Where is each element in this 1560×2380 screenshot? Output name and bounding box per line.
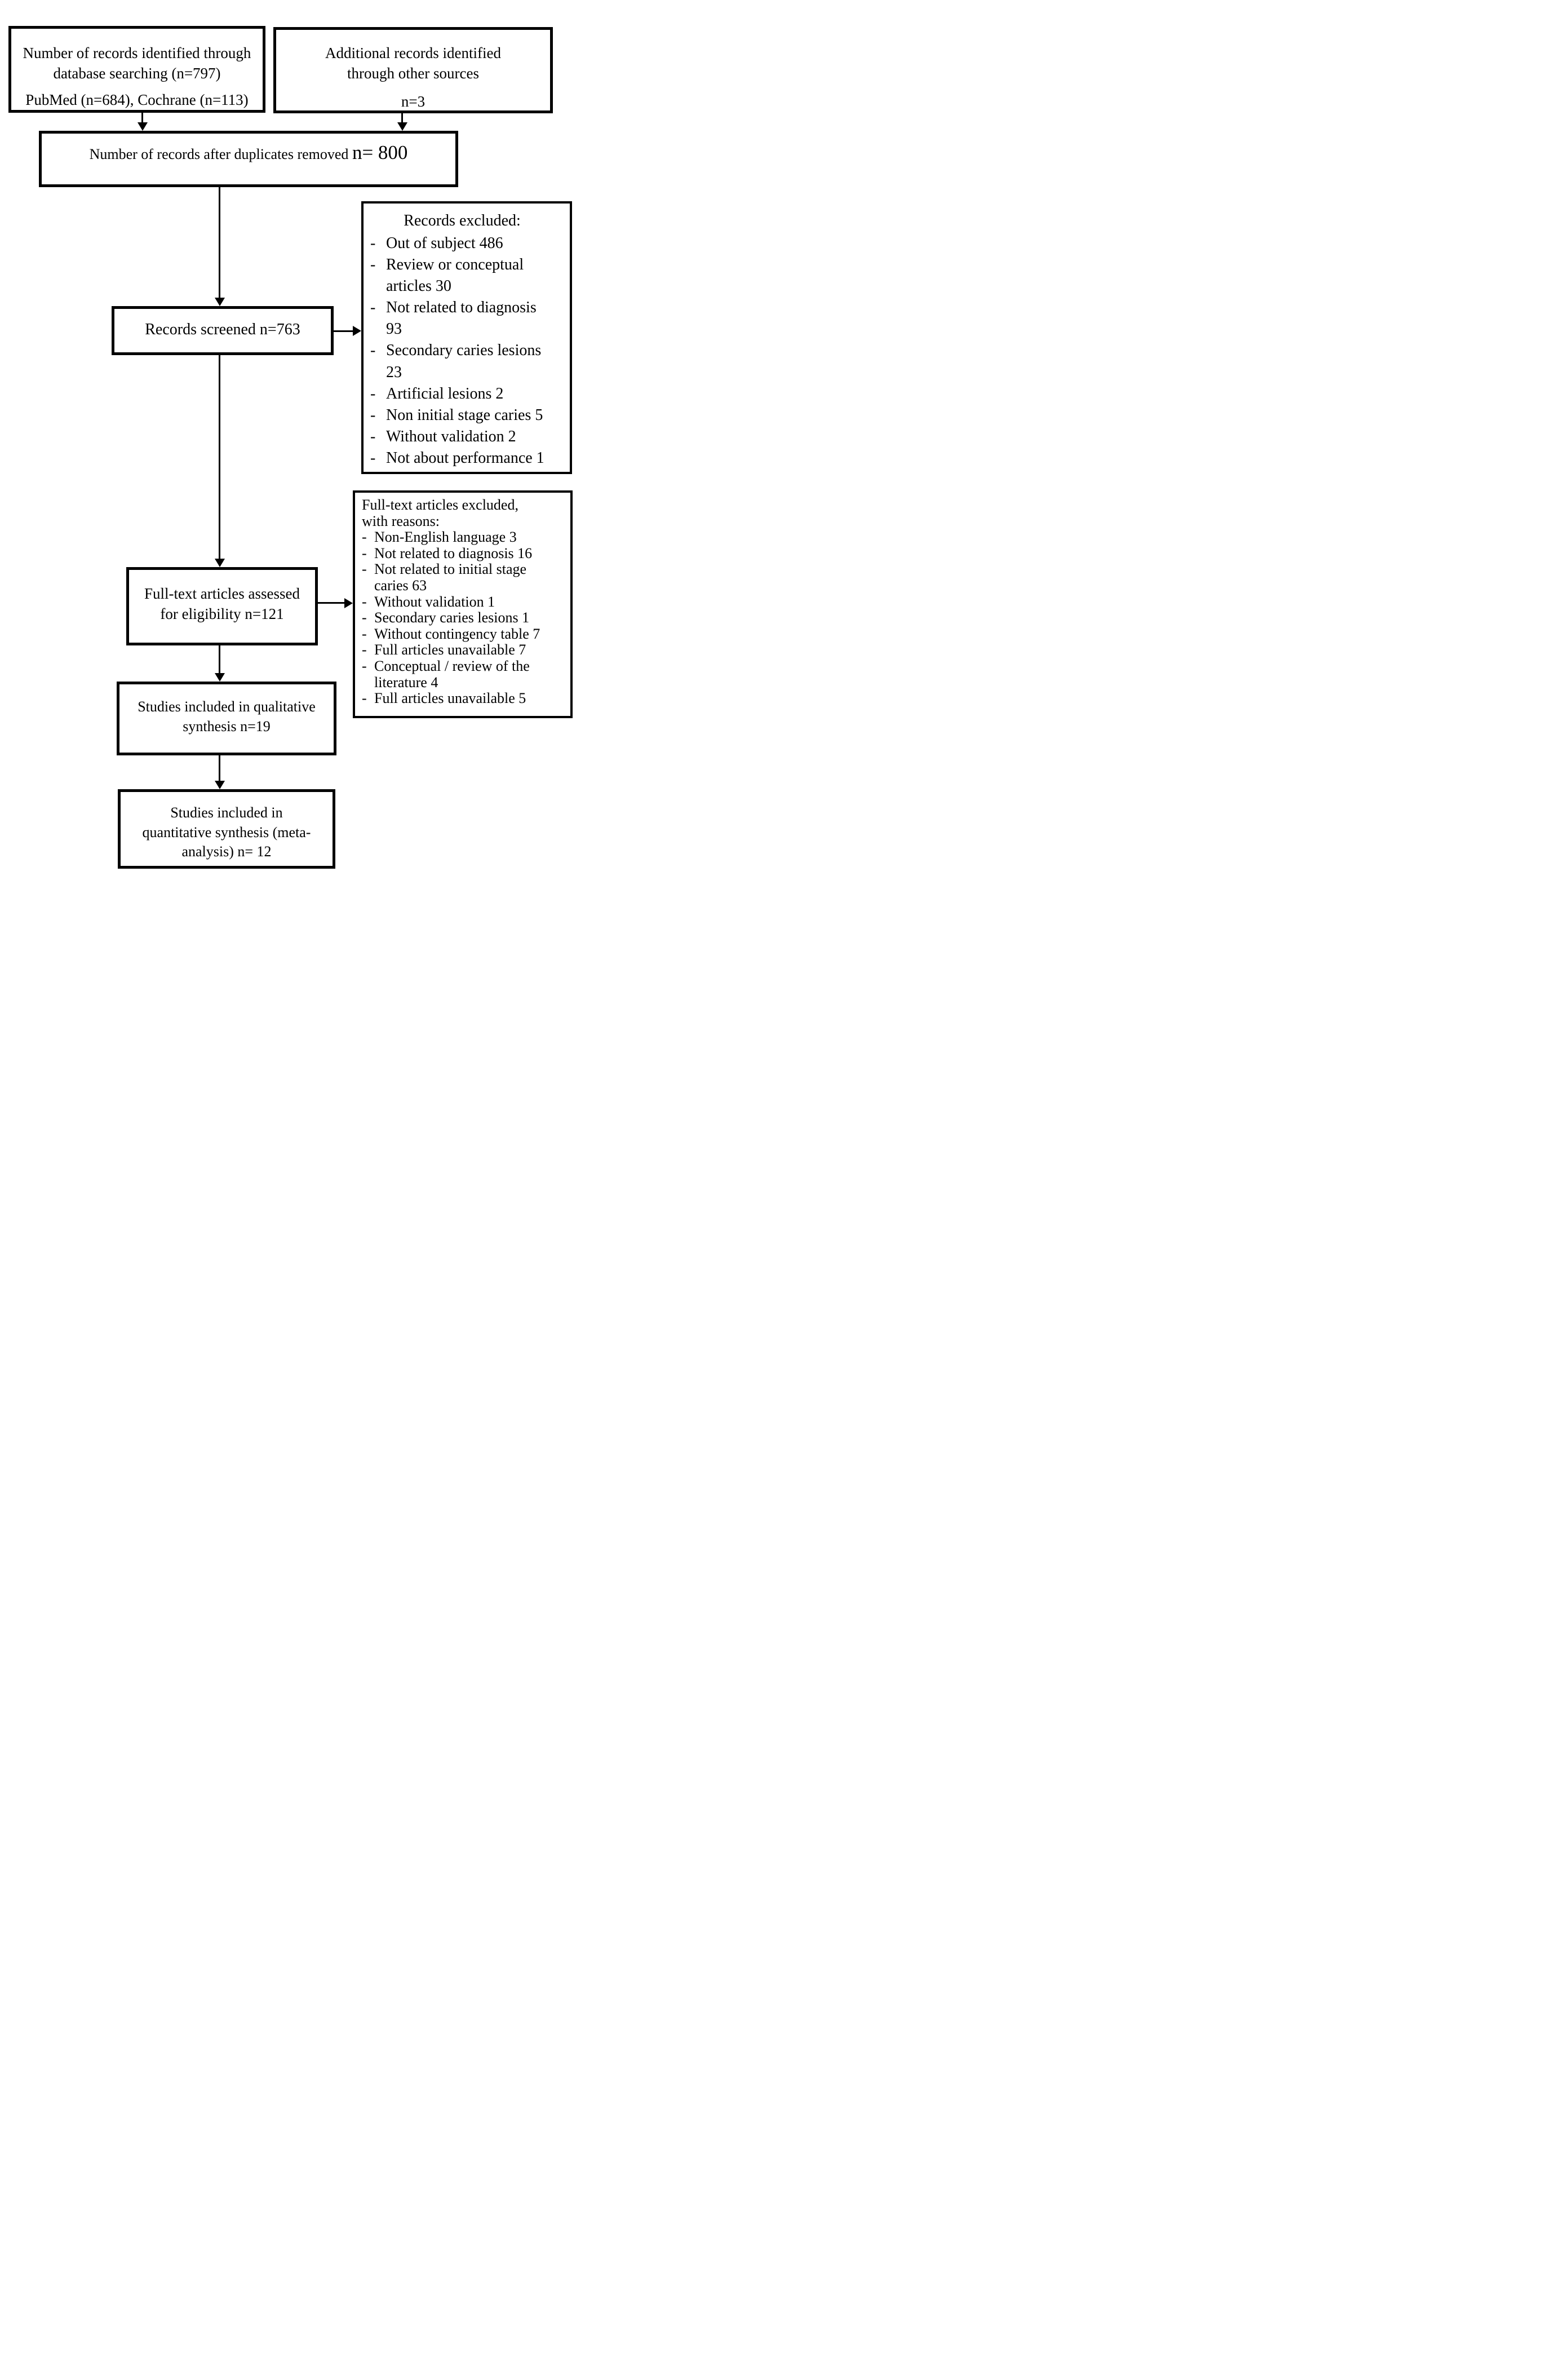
list-item-text: Non initial stage caries 5 (386, 406, 543, 424)
list-item-text: Without validation 1 (374, 593, 495, 610)
list-item-text: Without contingency table 7 (374, 625, 540, 642)
bullet-dash: - (362, 609, 367, 626)
list-item-text: Secondary caries lesions 23 (386, 342, 542, 381)
prisma-flow-diagram: Number of records identified through dat… (0, 0, 578, 881)
bullet-dash: - (362, 690, 367, 707)
list-item: - Without contingency table 7 (362, 626, 542, 643)
arrow-down-icon (397, 122, 407, 131)
records-screened-text: Records screened n=763 (145, 321, 300, 338)
arrow-down-icon (138, 122, 148, 131)
duplicates-removed-text: Number of records after duplicates remov… (89, 146, 349, 162)
box-records-identified: Number of records identified through dat… (8, 26, 265, 113)
list-item: - Review or conceptual articles 30 (370, 254, 554, 297)
arrow-fulltext-to-excluded-shaft (318, 602, 345, 604)
list-item: - Full articles unavailable 7 (362, 642, 542, 658)
arrow-duplicates-to-screened-shaft (219, 187, 220, 300)
list-item-text: Not related to diagnosis 16 (374, 545, 533, 561)
list-item: - Not about performance 1 (370, 448, 554, 469)
arrow-down-icon (215, 559, 225, 567)
list-item-text: Not about performance 1 (386, 449, 544, 467)
records-identified-sources-text: PubMed (n=684), Cochrane (n=113) (25, 91, 249, 109)
list-item-text: Artificial lesions 2 (386, 384, 504, 402)
list-item: - Not related to initial stage caries 63 (362, 561, 542, 594)
list-item: - Conceptual / review of the literature … (362, 658, 542, 691)
list-item-text: Not related to initial stage caries 63 (374, 561, 527, 594)
box-qualitative-synthesis: Studies included in qualitative synthesi… (117, 682, 336, 755)
bullet-dash: - (370, 299, 376, 317)
bullet-dash: - (362, 593, 367, 610)
list-item: - Not related to diagnosis 16 (362, 545, 542, 562)
bullet-dash: - (362, 625, 367, 642)
fulltext-assessed-text: Full-text articles assessed for eligibil… (144, 585, 300, 623)
list-item-text: Not related to diagnosis 93 (386, 299, 537, 338)
additional-records-count: n=3 (401, 93, 426, 110)
list-item-text: Secondary caries lesions 1 (374, 609, 530, 626)
arrow-right-icon (344, 598, 353, 608)
list-item: - Artificial lesions 2 (370, 383, 554, 405)
list-item: - Without validation 1 (362, 594, 542, 611)
box-records-screened: Records screened n=763 (112, 306, 334, 355)
list-item-text: Conceptual / review of the literature 4 (374, 657, 530, 691)
arrow-down-icon (215, 298, 225, 306)
bullet-dash: - (370, 256, 376, 274)
arrow-qualitative-to-quantitative-shaft (219, 755, 220, 781)
box-additional-records: Additional records identified through ot… (273, 27, 553, 113)
qualitative-synthesis-text: Studies included in qualitative synthesi… (138, 698, 316, 735)
box-fulltext-excluded: Full-text articles excluded, with reason… (353, 490, 573, 718)
arrow-fulltext-to-qualitative-shaft (219, 645, 220, 674)
records-identified-text: Number of records identified through dat… (23, 45, 251, 82)
quantitative-synthesis-text: Studies included in quantitative synthes… (142, 804, 311, 860)
bullet-dash: - (370, 406, 376, 424)
list-item: - Without validation 2 (370, 426, 554, 448)
arrow-down-icon (215, 781, 225, 789)
bullet-dash: - (362, 657, 367, 674)
list-item-text: Non-English language 3 (374, 529, 517, 546)
list-item-text: Without validation 2 (386, 427, 516, 445)
list-item-text: Review or conceptual articles 30 (386, 256, 524, 295)
additional-records-text: Additional records identified through ot… (325, 45, 501, 82)
bullet-dash: - (370, 449, 376, 467)
bullet-dash: - (362, 642, 367, 658)
fulltext-excluded-title: Full-text articles excluded, with reason… (362, 497, 518, 529)
box-fulltext-assessed: Full-text articles assessed for eligibil… (126, 567, 318, 645)
arrow-screened-to-fulltext-shaft (219, 355, 220, 559)
list-item-text: Full articles unavailable 7 (374, 642, 526, 658)
bullet-dash: - (370, 427, 376, 445)
list-item: - Not related to diagnosis 93 (370, 297, 554, 340)
duplicates-removed-count: n= 800 (352, 141, 408, 163)
list-item: - Full articles unavailable 5 (362, 691, 542, 707)
bullet-dash: - (370, 235, 376, 253)
list-item: - Secondary caries lesions 1 (362, 610, 542, 626)
list-item: - Non initial stage caries 5 (370, 405, 554, 426)
bullet-dash: - (362, 529, 367, 546)
box-duplicates-removed: Number of records after duplicates remov… (39, 131, 458, 187)
arrow-screened-to-excluded-shaft (334, 330, 354, 332)
box-quantitative-synthesis: Studies included in quantitative synthes… (118, 789, 335, 869)
arrow-additional-to-duplicates-shaft (401, 113, 403, 124)
list-item: - Non-English language 3 (362, 529, 542, 546)
arrow-right-icon (353, 326, 361, 336)
list-item-text: Out of subject 486 (386, 235, 503, 253)
bullet-dash: - (370, 342, 376, 360)
list-item-text: Full articles unavailable 5 (374, 690, 526, 707)
records-excluded-title: Records excluded: (404, 212, 521, 229)
bullet-dash: - (370, 384, 376, 402)
list-item: - Secondary caries lesions 23 (370, 340, 554, 383)
arrow-identified-to-duplicates-shaft (141, 113, 143, 124)
box-records-excluded: Records excluded: - Out of subject 486 -… (361, 201, 572, 474)
arrow-down-icon (215, 673, 225, 682)
list-item: - Out of subject 486 (370, 233, 554, 254)
bullet-dash: - (362, 561, 367, 578)
bullet-dash: - (362, 545, 367, 561)
